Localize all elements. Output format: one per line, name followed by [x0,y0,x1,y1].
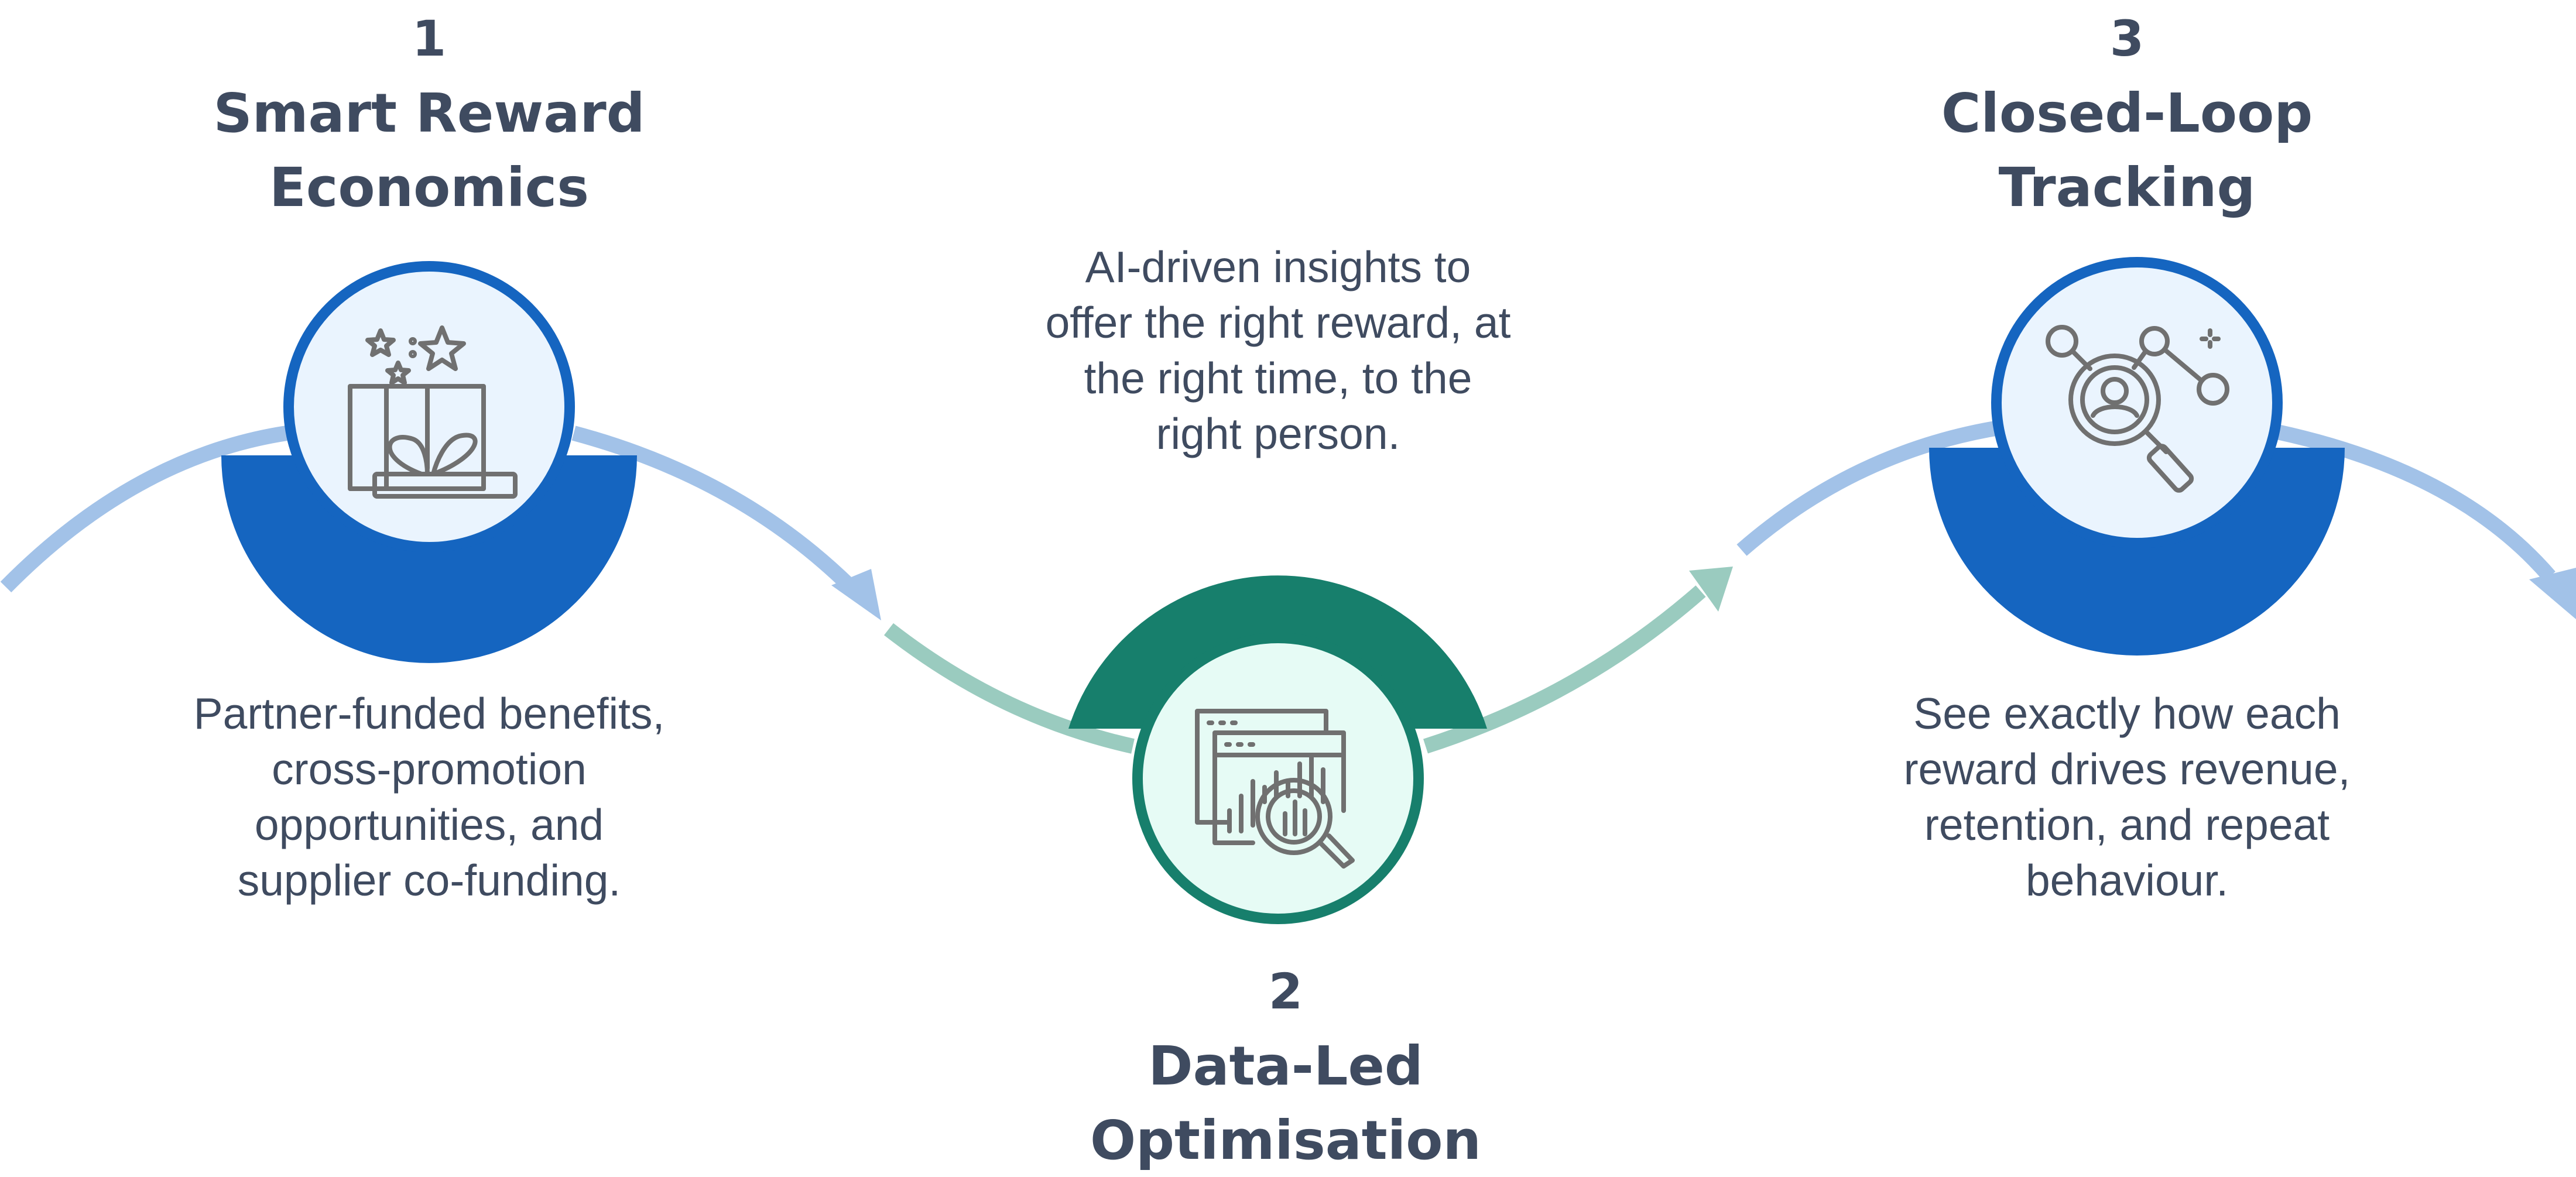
step-2-description-line3: the right time, to the [1084,354,1472,403]
step-3: 3 Closed-Loop Tracking See exactly how e… [1904,10,2351,905]
step-2-title-line2: Optimisation [1090,1109,1481,1172]
step-1-description-line2: cross-promotion [272,744,587,794]
data-analysis-icon [1195,709,1355,869]
step-1-description-line1: Partner-funded benefits, [194,689,665,738]
step-2-description-line2: offer the right reward, at [1046,298,1511,347]
step-1-title-line1: Smart Reward [213,82,645,145]
gift-box-icon [348,325,518,499]
step-2-description-line4: right person. [1156,409,1400,458]
step-3-title-line1: Closed-Loop [1941,82,2313,145]
step-3-number: 3 [2110,10,2144,67]
step-1-title-line2: Economics [269,156,589,219]
step-3-description-line4: behaviour. [2026,856,2228,905]
step-2-description-line1: AI-driven insights to [1085,242,1471,291]
flow-arc-out-of-3 [2276,424,2556,582]
arrowhead-1 [831,569,881,620]
step-1: 1 Smart Reward Economics Partner-funded … [194,10,665,905]
flow-arc-1-to-2 [571,425,855,591]
step-1-description-line4: supplier co-funding. [238,856,621,905]
step-2-title-line1: Data-Led [1148,1035,1423,1097]
step-3-description-line3: retention, and repeat [1924,800,2330,849]
step-1-number: 1 [412,10,446,67]
flow-curves [0,420,2576,754]
arrowhead-2 [1689,567,1733,612]
step-3-description-line2: reward drives revenue, [1904,744,2351,794]
flow-arc-left [0,425,288,593]
step-1-description-line3: opportunities, and [255,800,604,849]
step-2-number: 2 [1269,963,1303,1020]
flow-arc-2-to-3 [1736,420,2004,556]
flow-arc-out-of-2 [1423,585,1706,754]
arrowhead-3 [2529,568,2576,619]
step-3-circle [1991,257,2283,548]
flow-arc-into-2 [883,623,1135,754]
step-3-title-line2: Tracking [1999,156,2256,219]
step-2: 2 Data-Led Optimisation AI-driven insigh… [1046,242,1511,1172]
tracking-network-icon [2046,325,2229,493]
step-3-description-line1: See exactly how each [1913,689,2341,738]
